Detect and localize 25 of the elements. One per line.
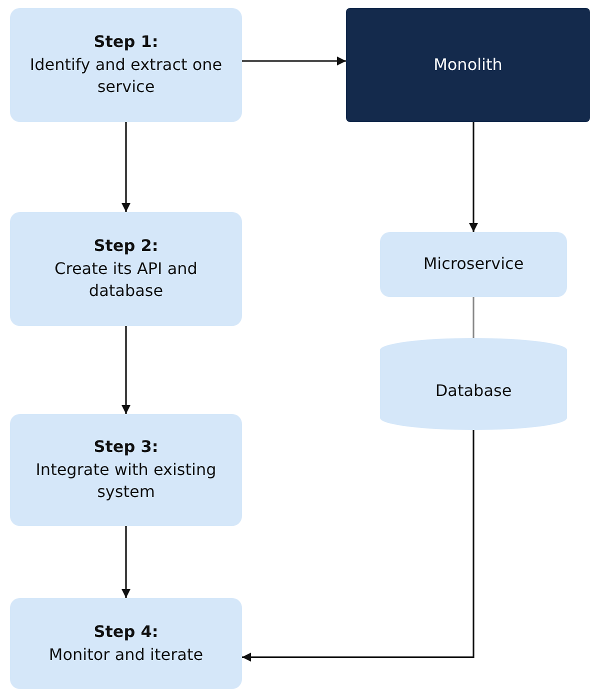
process-box [10,212,242,326]
step-description: Identify and extract one service [28,54,224,98]
step-heading: Step 2: [94,235,158,258]
process-box [10,598,242,689]
process-box [10,414,242,526]
step-heading: Step 1: [94,31,158,54]
database-cylinder [380,338,567,430]
step-description: Create its API and database [54,258,198,302]
arrow [469,122,478,232]
system-box [346,8,590,122]
connector-line [472,297,474,338]
arrow [122,122,130,212]
arrow [122,526,130,598]
step-description: Monitor and iterate [48,644,204,666]
arrow [242,430,474,662]
node-label: Microservice [423,253,524,276]
process-box [10,8,242,122]
arrow [122,326,130,414]
node-label: Monolith [434,54,502,76]
step-description: Integrate with existing system [34,458,218,504]
process-box [380,232,567,297]
step-heading: Step 4: [94,621,158,644]
node-label: Database [435,380,512,402]
step-heading: Step 3: [94,436,158,458]
arrow [242,56,346,66]
